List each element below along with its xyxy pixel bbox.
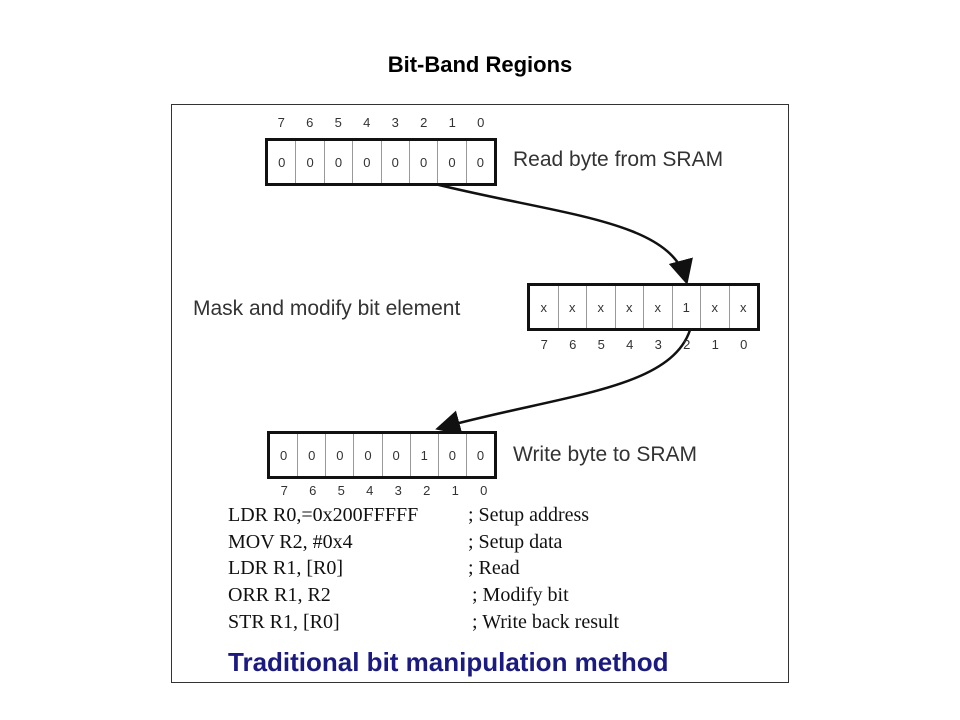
diagram-frame	[171, 104, 789, 683]
bit-index: 5	[337, 483, 345, 498]
bit-cell: 0	[465, 434, 494, 476]
code-instruction: LDR R1, [R0]	[228, 557, 343, 580]
bit-index: 0	[477, 115, 485, 130]
code-instruction: MOV R2, #0x4	[228, 530, 353, 553]
code-instruction: STR R1, [R0]	[228, 610, 340, 633]
bit-cell: x	[557, 286, 587, 328]
mask-byte-label: Mask and modify bit element	[193, 297, 461, 320]
bit-cell: 0	[278, 154, 286, 170]
bit-cell: 0	[381, 434, 410, 476]
code-comment: ; Modify bit	[472, 584, 569, 607]
code-comment: ; Read	[468, 557, 520, 580]
bit-index: 4	[626, 337, 634, 352]
bit-cell: 0	[295, 141, 323, 183]
code-instruction: ORR R1, R2	[228, 584, 331, 607]
bit-index: 2	[683, 337, 691, 352]
bit-cell: 0	[465, 141, 494, 183]
bit-index: 1	[711, 337, 719, 352]
bit-index: 3	[391, 115, 399, 130]
code-comment: ; Setup address	[468, 504, 590, 526]
bit-cell: 0	[437, 434, 466, 476]
bit-index: 7	[540, 337, 548, 352]
bit-cell: x	[540, 299, 548, 315]
bit-cell: 0	[408, 141, 437, 183]
bit-index: 7	[277, 115, 285, 130]
code-instruction: LDR R0,=0x200FFFFF	[228, 504, 419, 526]
bit-index: 4	[363, 115, 371, 130]
bit-cell: 0	[353, 434, 381, 476]
bit-index: 0	[480, 483, 488, 498]
bit-cell: x	[586, 286, 615, 328]
bit-index: 2	[423, 483, 431, 498]
bit-index: 1	[448, 115, 456, 130]
bit-cell: 0	[297, 434, 325, 476]
bit-index: 6	[309, 483, 317, 498]
bit-cell: x	[728, 286, 758, 328]
bit-index-row-mask: 7 6 5 4 3 2 1 0	[530, 337, 758, 352]
arrow-mask-to-write	[435, 329, 692, 435]
bit-index-row-read: 7 6 5 4 3 2 1 0	[267, 115, 495, 130]
bit-cell: x	[614, 286, 644, 328]
bit-cell: 0	[352, 141, 380, 183]
code-comment: ; Write back result	[472, 610, 620, 633]
bit-cell: 0	[325, 434, 353, 476]
bit-index: 6	[569, 337, 577, 352]
code-comment: ; Setup data	[468, 530, 563, 553]
bit-cell: x	[643, 286, 672, 328]
bit-index-row-write: 7 6 5 4 3 2 1 0	[270, 483, 498, 498]
bit-cell: 1	[409, 434, 438, 476]
bit-cell: 1	[671, 286, 701, 328]
bit-index: 1	[451, 483, 459, 498]
bit-index: 4	[366, 483, 374, 498]
write-byte-label: Write byte to SRAM	[513, 443, 697, 466]
bit-index: 2	[420, 115, 428, 130]
read-byte-label: Read byte from SRAM	[513, 148, 724, 171]
arrow-read-to-mask	[434, 182, 693, 285]
slide-title: Bit-Band Regions	[387, 52, 573, 77]
diagram-caption: Traditional bit manipulation method	[228, 647, 669, 677]
bit-cell: 0	[380, 141, 409, 183]
bit-index: 3	[394, 483, 402, 498]
bit-index: 5	[597, 337, 605, 352]
bit-index: 6	[306, 115, 314, 130]
bit-cell: 0	[323, 141, 352, 183]
bit-index: 7	[280, 483, 288, 498]
bit-cell: 0	[437, 141, 465, 183]
bit-index: 3	[654, 337, 662, 352]
bit-cell: 0	[279, 447, 288, 463]
bit-cell: x	[700, 286, 729, 328]
bit-index: 0	[740, 337, 748, 352]
bit-index: 5	[334, 115, 342, 130]
